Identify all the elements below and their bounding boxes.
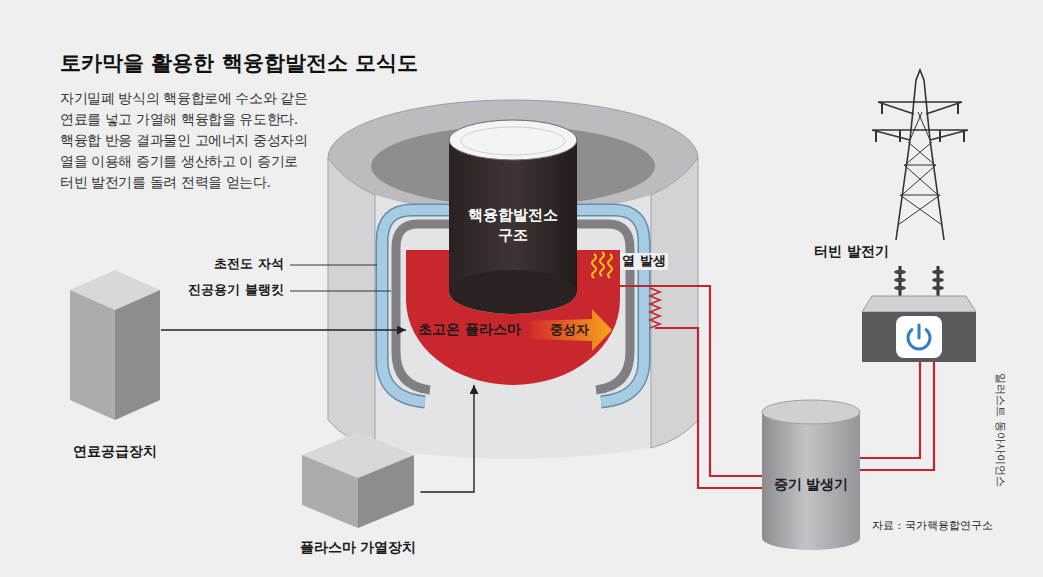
core-top-rim [461, 127, 565, 155]
heat-coil [650, 288, 660, 328]
source-note: 자료 : 국가핵융합연구소 [872, 519, 993, 533]
cube-face [358, 455, 414, 528]
core-bottom [449, 270, 577, 314]
power-icon-bg [896, 316, 942, 358]
heat-wave [592, 254, 596, 278]
cryostat-wall [328, 158, 375, 448]
core-cylinder [449, 140, 577, 292]
insulator-disc [932, 286, 944, 290]
turbine-body [862, 312, 976, 362]
plasma-band: 초고온 플라스마 [406, 250, 620, 385]
core-structure: 핵융합발전소 구조 [449, 162, 577, 288]
leader-line [290, 265, 377, 266]
part-label: 초전도 자석 [214, 256, 284, 273]
cube-face [70, 290, 115, 420]
heater-box: 플라스마 가열장치 [296, 432, 421, 556]
turbine-top [862, 296, 976, 312]
insulator-disc [894, 286, 906, 290]
node-label: 연료공급장치 [73, 442, 157, 460]
pylon-lattice [898, 112, 942, 225]
cutaway-interior [375, 195, 651, 459]
neutron-arrow [530, 309, 612, 351]
connector [420, 385, 474, 492]
connector [620, 286, 762, 476]
insulator-disc [894, 278, 906, 282]
turbine-generator: 터빈 발전기 [812, 240, 976, 362]
cube-face [115, 290, 160, 420]
caption: 자기밀폐 방식의 핵융합로에 수소와 같은 연료를 넣고 가열해 핵융합을 유도… [60, 88, 328, 193]
pylon-frame [896, 70, 944, 240]
title: 토카막을 활용한 핵융합발전소 모식도 [60, 50, 418, 77]
pipe [655, 328, 762, 488]
heat-wave [608, 254, 612, 278]
node-label: 핵융합발전소 구조 [463, 206, 563, 245]
insulator-disc [932, 270, 944, 274]
insulator-disc [894, 270, 906, 274]
node-label: 터빈 발전기 [814, 242, 889, 260]
node-label: 증기 발생기 [774, 475, 849, 493]
pylon-insulator [876, 102, 964, 142]
tank-top [762, 400, 860, 424]
cryostat-wall [651, 158, 698, 448]
pipe [860, 362, 920, 458]
node-label: 플라스마 가열장치 [300, 538, 417, 556]
pylon-arm [872, 102, 968, 140]
insulator-post [900, 266, 938, 296]
tank-bottom [762, 526, 860, 550]
connector [161, 329, 406, 330]
tank-body [762, 412, 860, 538]
node-label: 초고온 플라스마 [418, 320, 521, 338]
leader-line [290, 291, 391, 292]
steam-generator: 증기 발생기 [762, 400, 860, 552]
part-label: 중성자 [550, 322, 589, 339]
cube-face [302, 455, 358, 528]
power-icon [918, 325, 921, 338]
insulator-disc [932, 278, 944, 282]
part-label: 열 발생 [620, 253, 668, 270]
part-label: 진공용기 블랭킷 [188, 282, 284, 299]
connector [860, 362, 934, 470]
credit-note: 일러스트 동아사이언스 [993, 373, 1007, 487]
plasma-torus [406, 250, 620, 385]
fuel-supply-box: 연료공급장치 [69, 270, 161, 460]
heat-wave [600, 252, 604, 276]
core-top [449, 120, 577, 160]
